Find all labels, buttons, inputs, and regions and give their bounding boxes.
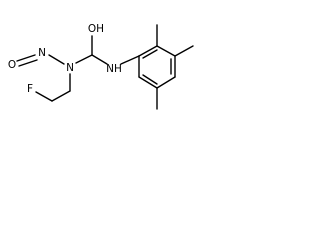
atom-label-hydroxyl: OH — [88, 23, 104, 35]
bond-methyl-right — [174, 45, 194, 57]
bond-carbonyl-c-to-nh — [91, 54, 108, 65]
bond-o-n-double-b — [18, 59, 38, 67]
bond-nitroso-n-to-amine-n — [48, 54, 65, 65]
atom-label-fluorine: F — [27, 83, 33, 95]
atom-label-amine-nitrogen: N — [66, 62, 74, 74]
ring-bond-1 — [138, 45, 158, 57]
ring-double-bond-1 — [142, 49, 158, 59]
ring-bond-2 — [156, 45, 176, 57]
atom-label-amide-nitrogen: NH — [106, 63, 122, 75]
bonds — [16, 24, 194, 110]
bond-o-n-double-a — [16, 54, 36, 62]
ring-bond-5 — [138, 76, 158, 89]
atom-label-nitroso-oxygen: O — [8, 59, 16, 71]
bond-ch2-to-ch2 — [51, 90, 71, 102]
bond-nh-to-ring — [120, 55, 140, 65]
ring-bond-4 — [156, 76, 176, 89]
ring-double-bond-3 — [142, 74, 158, 85]
bond-amine-n-to-carbonyl-c — [75, 54, 93, 64]
atom-label-nitroso-nitrogen: N — [38, 47, 46, 59]
chemical-structure-diagram: OH O N N NH F — [8, 23, 194, 110]
bond-ch2-to-f — [35, 91, 53, 102]
atom-labels: OH O N N NH F — [8, 23, 122, 95]
